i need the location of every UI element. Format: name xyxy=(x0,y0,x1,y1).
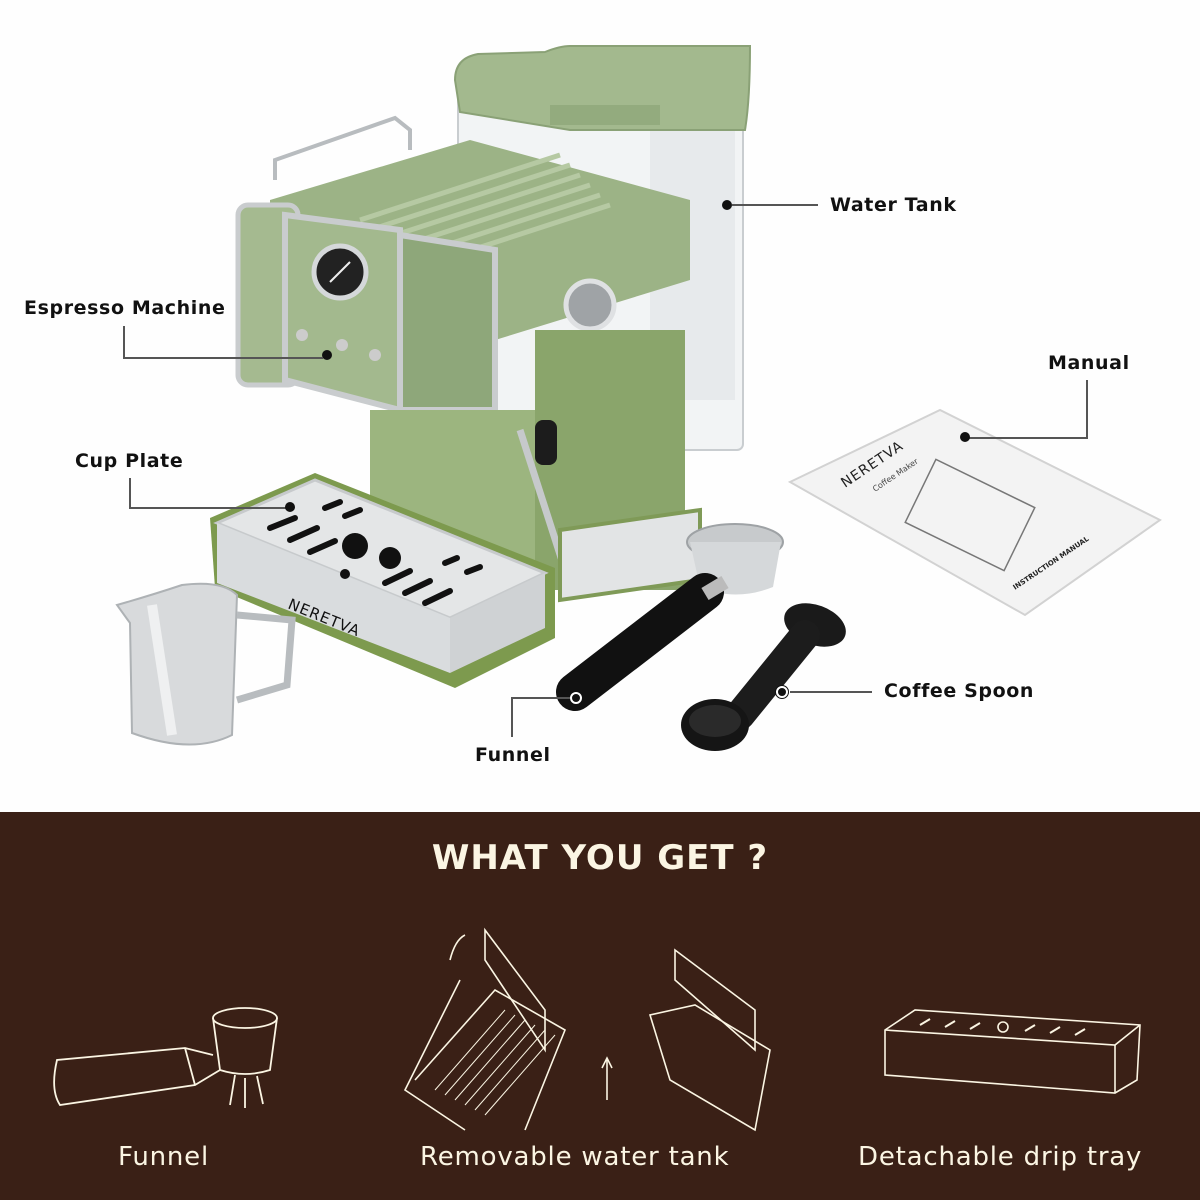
manual-leader-horizontal xyxy=(968,437,1088,439)
coffee-spoon-leader-line xyxy=(790,691,872,693)
funnel-leader-vertical xyxy=(511,697,513,737)
manual-pointer-dot xyxy=(960,432,970,442)
feature-label-funnel: Funnel xyxy=(118,1142,209,1172)
drip-tray-icon xyxy=(884,1009,1141,1094)
what-you-get-banner xyxy=(0,812,1200,1200)
portafilter-icon xyxy=(53,1007,278,1108)
manual-booklet: NERETVA Coffee Maker INSTRUCTION MANUAL xyxy=(787,408,1162,620)
coffee-spoon-pointer-dot xyxy=(776,686,788,698)
water-tank-icon xyxy=(403,927,771,1132)
cup-plate-leader-horizontal xyxy=(129,507,289,509)
coffee-spoon-illustration xyxy=(681,603,846,751)
cup-plate-illustration: NERETVA xyxy=(210,473,555,688)
banner-title: WHAT YOU GET ? xyxy=(431,838,769,878)
water-tank-leader-line xyxy=(732,204,818,206)
callout-cup-plate: Cup Plate xyxy=(75,450,184,472)
funnel-pointer-dot xyxy=(570,692,582,704)
water-tank-pointer-dot xyxy=(722,200,732,210)
callout-water-tank: Water Tank xyxy=(830,194,957,216)
cup-plate-leader-vertical xyxy=(129,478,131,508)
callout-espresso-machine: Espresso Machine xyxy=(24,297,226,319)
feature-label-water-tank: Removable water tank xyxy=(420,1142,730,1172)
espresso-machine-leader-horizontal xyxy=(123,357,323,359)
callout-manual: Manual xyxy=(1048,352,1130,374)
milk-pitcher-illustration xyxy=(115,582,296,746)
feature-label-drip-tray: Detachable drip tray xyxy=(858,1142,1143,1172)
portafilter-illustration xyxy=(556,523,784,711)
cup-plate-pointer-dot xyxy=(285,502,295,512)
espresso-machine-leader-vertical xyxy=(123,326,125,358)
product-photo-area: NERETVA NERETVA Coffee Maker INSTRUCTION… xyxy=(24,45,1162,766)
funnel-leader-horizontal xyxy=(512,697,570,699)
callout-funnel: Funnel xyxy=(475,744,551,766)
manual-leader-vertical xyxy=(1086,380,1088,438)
callout-coffee-spoon: Coffee Spoon xyxy=(884,680,1035,702)
